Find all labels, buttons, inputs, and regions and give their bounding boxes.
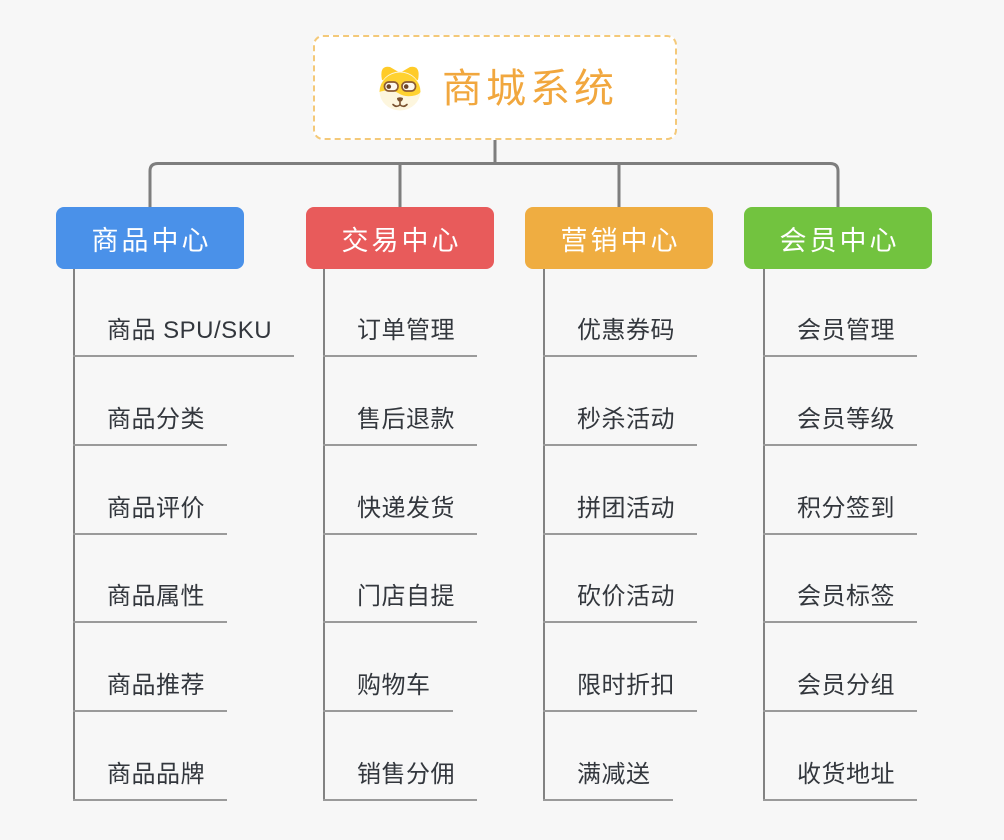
branch-node[interactable]: 商品中心 <box>56 207 244 269</box>
leaf-node-label: 会员分组 <box>763 669 917 712</box>
leaf-node[interactable]: 会员等级 <box>763 403 917 446</box>
leaf-node-label: 门店自提 <box>323 580 477 623</box>
leaf-node-label: 快递发货 <box>323 492 477 535</box>
leaf-node-label: 拼团活动 <box>543 492 697 535</box>
leaf-node-label: 会员标签 <box>763 580 917 623</box>
branch-node[interactable]: 交易中心 <box>306 207 494 269</box>
leaf-node-label: 商品品牌 <box>73 758 227 801</box>
leaf-node[interactable]: 商品分类 <box>73 403 227 446</box>
leaf-node[interactable]: 商品评价 <box>73 492 227 535</box>
leaf-node[interactable]: 会员分组 <box>763 669 917 712</box>
leaf-node[interactable]: 订单管理 <box>323 314 477 357</box>
leaf-node[interactable]: 优惠券码 <box>543 314 697 357</box>
leaf-node[interactable]: 销售分佣 <box>323 758 477 801</box>
leaf-node-label: 购物车 <box>323 669 453 712</box>
leaf-node[interactable]: 积分签到 <box>763 492 917 535</box>
leaf-node-label: 砍价活动 <box>543 580 697 623</box>
leaf-node-label: 商品分类 <box>73 403 227 446</box>
dog-icon <box>379 66 421 110</box>
leaf-node-label: 收货地址 <box>763 758 917 801</box>
leaf-node-label: 会员等级 <box>763 403 917 446</box>
leaf-node[interactable]: 商品品牌 <box>73 758 227 801</box>
leaf-node-label: 会员管理 <box>763 314 917 357</box>
leaf-node[interactable]: 收货地址 <box>763 758 917 801</box>
leaf-node-label: 商品属性 <box>73 580 227 623</box>
leaf-node[interactable]: 限时折扣 <box>543 669 697 712</box>
leaf-node[interactable]: 商品属性 <box>73 580 227 623</box>
leaf-node[interactable]: 商品 SPU/SKU <box>73 314 295 357</box>
branch-trunk-line <box>543 269 545 801</box>
branch-trunk-line <box>763 269 765 801</box>
branch-node[interactable]: 营销中心 <box>525 207 713 269</box>
leaf-node-label: 限时折扣 <box>543 669 697 712</box>
leaf-node[interactable]: 秒杀活动 <box>543 403 697 446</box>
leaf-node-label: 商品评价 <box>73 492 227 535</box>
leaf-node[interactable]: 拼团活动 <box>543 492 697 535</box>
branch-node[interactable]: 会员中心 <box>744 207 932 269</box>
leaf-node-label: 售后退款 <box>323 403 477 446</box>
root-node[interactable]: 商城系统 <box>313 35 677 140</box>
leaf-node[interactable]: 会员标签 <box>763 580 917 623</box>
leaf-node-label: 商品推荐 <box>73 669 227 712</box>
leaf-node[interactable]: 售后退款 <box>323 403 477 446</box>
branch-trunk-line <box>323 269 325 801</box>
leaf-node-label: 积分签到 <box>763 492 917 535</box>
leaf-node[interactable]: 砍价活动 <box>543 580 697 623</box>
leaf-node-label: 销售分佣 <box>323 758 477 801</box>
leaf-node-label: 订单管理 <box>323 314 477 357</box>
leaf-node-label: 商品 SPU/SKU <box>73 314 295 357</box>
leaf-node[interactable]: 购物车 <box>323 669 453 712</box>
root-title: 商城系统 <box>442 66 618 111</box>
leaf-node[interactable]: 会员管理 <box>763 314 917 357</box>
leaf-node-label: 秒杀活动 <box>543 403 697 446</box>
leaf-node-label: 满减送 <box>543 758 673 801</box>
leaf-node-label: 优惠券码 <box>543 314 697 357</box>
leaf-node[interactable]: 满减送 <box>543 758 673 801</box>
leaf-node[interactable]: 快递发货 <box>323 492 477 535</box>
leaf-node[interactable]: 商品推荐 <box>73 669 227 712</box>
branch-trunk-line <box>73 269 75 801</box>
leaf-node[interactable]: 门店自提 <box>323 580 477 623</box>
